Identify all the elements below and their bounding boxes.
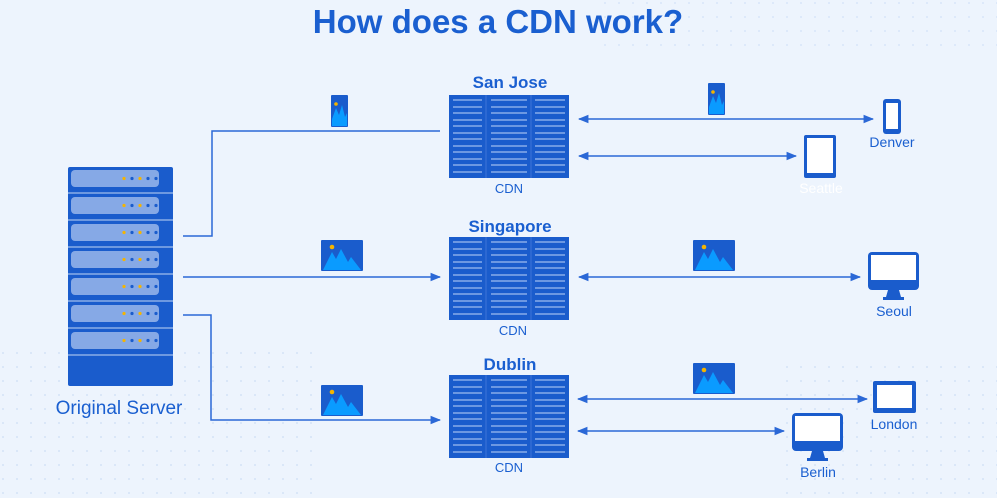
page-title: How does a CDN work? xyxy=(313,3,683,40)
monitor-icon xyxy=(868,252,919,300)
client-label: Denver xyxy=(869,134,914,150)
cdn-label: CDN xyxy=(495,460,523,475)
cdn-city-label: Dublin xyxy=(484,355,537,374)
cdn-server-icon xyxy=(448,94,570,179)
client-label: Berlin xyxy=(800,464,836,480)
origin-server-icon xyxy=(68,167,173,386)
client-label: Seoul xyxy=(876,303,912,319)
image-file-icon xyxy=(693,240,735,271)
cdn-server-icon xyxy=(448,374,570,459)
cdn-city-label: Singapore xyxy=(468,217,551,236)
cdn-city-label: San Jose xyxy=(473,73,548,92)
image-file-icon xyxy=(321,240,363,271)
image-file-icon xyxy=(321,385,363,416)
connection-line xyxy=(183,130,440,237)
client-label: Seattle xyxy=(799,180,843,196)
tablet-icon xyxy=(804,135,836,178)
connection-line xyxy=(183,314,442,425)
laptop-screen-icon xyxy=(873,381,916,413)
dot-pattern xyxy=(600,0,997,50)
cdn-label: CDN xyxy=(495,181,523,196)
image-file-icon xyxy=(708,83,725,115)
phone-icon xyxy=(883,99,901,134)
image-file-icon xyxy=(693,363,735,394)
image-file-icon xyxy=(331,95,348,127)
origin-server-label: Original Server xyxy=(56,398,183,419)
client-label: London xyxy=(871,416,918,432)
cdn-label: CDN xyxy=(499,323,527,338)
cdn-server-icon xyxy=(448,236,570,321)
